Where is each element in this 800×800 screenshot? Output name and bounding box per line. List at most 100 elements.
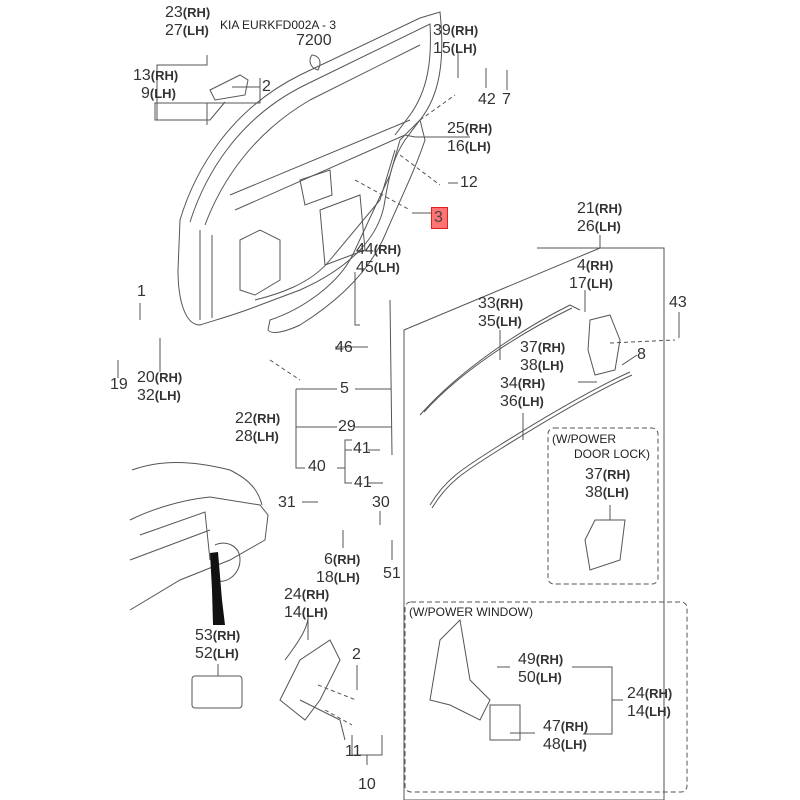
- side-label: (LH): [495, 314, 522, 329]
- callout-46[interactable]: 46: [335, 339, 353, 357]
- callout-51[interactable]: 51: [383, 565, 401, 583]
- side-label: (RH): [150, 68, 179, 83]
- callout-2-top[interactable]: 2: [262, 78, 271, 96]
- part-number: 31: [278, 494, 296, 511]
- callout-10[interactable]: 10: [358, 776, 376, 794]
- part-number: 21: [577, 200, 595, 217]
- callout-47-48[interactable]: 47(RH) 48(LH): [543, 718, 588, 754]
- callout-43[interactable]: 43: [669, 294, 687, 312]
- part-number: 15: [433, 40, 451, 57]
- callout-31[interactable]: 31: [278, 494, 296, 512]
- car-outline: [129, 462, 269, 611]
- part-number: 6: [324, 551, 333, 568]
- part-number: 33: [478, 295, 496, 312]
- side-label: (LH): [602, 485, 629, 500]
- part-number: 20: [137, 369, 155, 386]
- callout-34-36[interactable]: 34(RH) 36(LH): [500, 375, 545, 411]
- part-number: 1: [137, 283, 146, 300]
- side-label: (LH): [333, 570, 360, 585]
- part-number: 37: [585, 466, 603, 483]
- part-number: 22: [235, 410, 253, 427]
- part-number: 53: [195, 627, 213, 644]
- part-number: 40: [308, 458, 326, 475]
- part-number: 51: [383, 565, 401, 582]
- callout-30[interactable]: 30: [372, 494, 390, 512]
- callout-7200[interactable]: 7200: [296, 32, 332, 50]
- callout-41-lower[interactable]: 41: [354, 474, 372, 492]
- callout-13-9[interactable]: 13(RH) 9(LH): [133, 67, 178, 103]
- callout-19[interactable]: 19: [110, 376, 128, 394]
- side-label: (LH): [560, 737, 587, 752]
- callout-44-45[interactable]: 44(RH) 45(LH): [356, 241, 401, 277]
- part-number: 32: [137, 387, 155, 404]
- part-number: 38: [520, 357, 538, 374]
- callout-11[interactable]: 11: [345, 743, 362, 761]
- part-number: 2: [262, 78, 271, 95]
- side-label: (RH): [252, 411, 281, 426]
- callout-42[interactable]: 42: [478, 91, 496, 109]
- part-number: 38: [585, 484, 603, 501]
- callout-49-50[interactable]: 49(RH) 50(LH): [518, 651, 563, 687]
- callout-6-18[interactable]: 6(RH) 18(LH): [316, 551, 360, 587]
- side-label: (RH): [450, 23, 479, 38]
- callout-22-28[interactable]: 22(RH) 28(LH): [235, 410, 280, 446]
- side-label: (RH): [537, 340, 566, 355]
- part-number: 27: [165, 22, 183, 39]
- part-number: 10: [358, 776, 376, 793]
- callout-2-lower[interactable]: 2: [352, 646, 361, 664]
- part-number: 25: [447, 120, 465, 137]
- part-number: 52: [195, 645, 213, 662]
- callout-24-14[interactable]: 24(RH) 14(LH): [284, 586, 329, 622]
- part-number: 23: [165, 4, 183, 21]
- callout-7[interactable]: 7: [502, 91, 511, 109]
- side-label: (RH): [644, 686, 673, 701]
- part-number: 7200: [296, 32, 332, 49]
- part-number: 29: [338, 418, 356, 435]
- door-trim-panel: [267, 119, 426, 333]
- side-label: (RH): [535, 652, 564, 667]
- part-number: 16: [447, 138, 465, 155]
- part-number: 28: [235, 428, 253, 445]
- side-label: (RH): [373, 242, 402, 257]
- side-label: (LH): [464, 139, 491, 154]
- part-number: 42: [478, 91, 496, 108]
- side-label: (LH): [535, 670, 562, 685]
- part-number: 11: [345, 743, 362, 760]
- callout-37-38[interactable]: 37(RH) 38(LH): [520, 339, 565, 375]
- side-label: (LH): [644, 704, 671, 719]
- part-number: 30: [372, 494, 390, 511]
- diagram-title: KIA EURKFD002A - 3: [220, 18, 337, 32]
- part-number: 14: [627, 703, 645, 720]
- part-number: 3: [434, 209, 443, 226]
- note-line: (W/POWER: [552, 432, 616, 446]
- side-label: (RH): [464, 121, 493, 136]
- callout-23-27[interactable]: 23(RH) 27(LH): [165, 4, 210, 40]
- part-number: 45: [356, 259, 374, 276]
- callout-21-26[interactable]: 21(RH) 26(LH): [577, 200, 622, 236]
- callout-33-35[interactable]: 33(RH) 35(LH): [478, 295, 523, 331]
- door-frame: [177, 11, 443, 326]
- callout-5[interactable]: 5: [340, 380, 349, 398]
- callout-41-upper[interactable]: 41: [353, 440, 371, 458]
- side-label: (LH): [252, 429, 279, 444]
- callout-3-highlighted[interactable]: 3: [431, 207, 448, 229]
- part-number: 47: [543, 718, 561, 735]
- callout-24-14-power[interactable]: 24(RH) 14(LH): [627, 685, 672, 721]
- callout-1[interactable]: 1: [137, 283, 146, 301]
- callout-25-16[interactable]: 25(RH) 16(LH): [447, 120, 492, 156]
- callout-8[interactable]: 8: [637, 346, 646, 364]
- note-power-window: (W/POWER WINDOW): [409, 605, 533, 619]
- callout-53-52[interactable]: 53(RH) 52(LH): [195, 627, 240, 663]
- callout-12[interactable]: 12: [460, 174, 478, 192]
- part-number: 48: [543, 736, 561, 753]
- callout-4-17[interactable]: 4(RH) 17(LH): [569, 257, 613, 293]
- callout-40[interactable]: 40: [308, 458, 326, 476]
- callout-20-32[interactable]: 20(RH) 32(LH): [137, 369, 182, 405]
- part-number: 39: [433, 22, 451, 39]
- callout-39-15[interactable]: 39(RH) 15(LH): [433, 22, 478, 58]
- part-number: 19: [110, 376, 128, 393]
- callout-37-38-power[interactable]: 37(RH) 38(LH): [585, 466, 630, 502]
- callout-29[interactable]: 29: [338, 418, 356, 436]
- side-label: (RH): [154, 370, 183, 385]
